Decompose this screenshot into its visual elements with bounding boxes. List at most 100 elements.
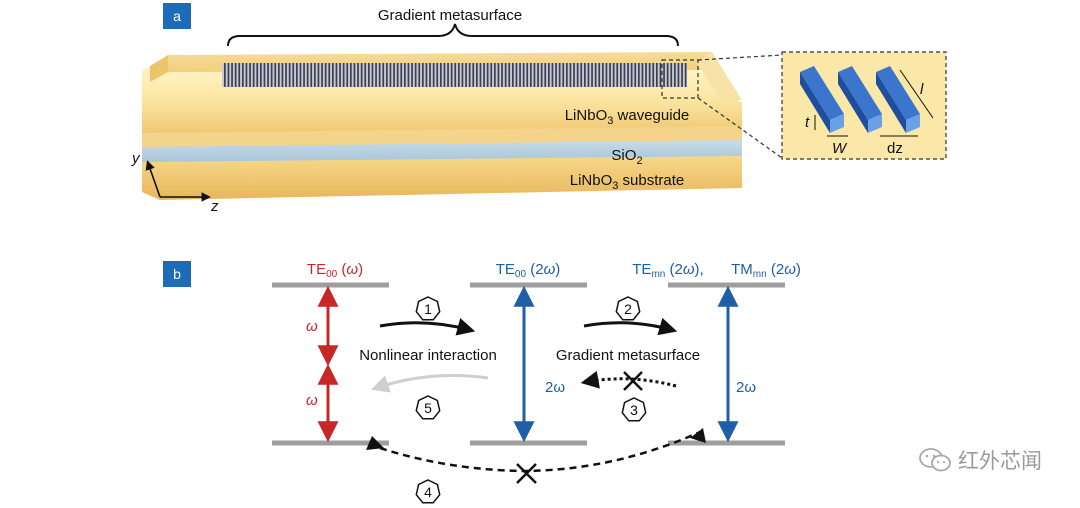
metasurface-stripe bbox=[645, 63, 647, 87]
panel-b: b TE00 (ω) TE00 (2ω) TEmn (2ω), TMmn (2ω… bbox=[163, 261, 801, 504]
backconversion-arrow bbox=[370, 374, 489, 393]
step-marker-1 bbox=[415, 296, 441, 321]
metasurface-stripe bbox=[494, 63, 496, 87]
metasurface-stripe bbox=[263, 63, 266, 87]
metasurface-stripe bbox=[555, 63, 557, 87]
forbidden-cross-upper bbox=[623, 371, 643, 391]
label-te00-2w: TE00 (2ω) bbox=[496, 261, 561, 280]
zoom-line-bottom bbox=[697, 97, 783, 159]
metasurface-stripe bbox=[551, 63, 554, 87]
step-number-4: 4 bbox=[424, 484, 432, 500]
metasurface-stripe bbox=[526, 63, 529, 87]
metasurface-stripe bbox=[407, 63, 410, 87]
metasurface-stripe bbox=[591, 63, 593, 87]
metasurface-stripe bbox=[458, 63, 460, 87]
y-axis-label: y bbox=[131, 150, 141, 167]
metasurface-stripe bbox=[659, 63, 662, 87]
metasurface-stripe bbox=[537, 63, 539, 87]
two-omega-left-label: 2ω bbox=[545, 379, 565, 396]
metasurface-stripe bbox=[566, 63, 568, 87]
inset-bar bbox=[838, 66, 882, 133]
metasurface-stripe bbox=[324, 63, 327, 87]
energy-levels bbox=[272, 282, 785, 446]
axes: y z bbox=[131, 150, 219, 215]
metasurface-stripe bbox=[666, 63, 669, 87]
metasurface-stripe bbox=[321, 63, 323, 87]
metasurface-stripe bbox=[238, 63, 241, 87]
waveguide-label: LiNbO3 waveguide bbox=[565, 107, 690, 127]
metasurface-stripe bbox=[371, 63, 374, 87]
metasurface-stripe bbox=[292, 63, 295, 87]
metasurface-stripe bbox=[476, 63, 478, 87]
ridge-right-bevel bbox=[696, 52, 742, 100]
metasurface-stripe bbox=[627, 63, 629, 87]
t-label: t bbox=[805, 114, 810, 131]
zoom-line-top bbox=[697, 54, 783, 61]
metasurface-stripe bbox=[368, 63, 370, 87]
metasurface-stripe bbox=[562, 63, 565, 87]
metasurface-stripe bbox=[270, 63, 273, 87]
metasurface-stripe bbox=[260, 63, 262, 87]
metasurface-title: Gradient metasurface bbox=[378, 7, 522, 24]
metasurface-stripe bbox=[425, 63, 428, 87]
direct-coupling-left-head bbox=[366, 436, 384, 450]
metasurface-stripe bbox=[483, 63, 485, 87]
metasurface-stripe bbox=[594, 63, 597, 87]
label-tmmn-2w: TMmn (2ω) bbox=[731, 261, 801, 280]
metasurface-stripe bbox=[504, 63, 507, 87]
metasurface-stripe bbox=[584, 63, 586, 87]
metasurface-stripe bbox=[411, 63, 413, 87]
step-number-1: 1 bbox=[424, 301, 432, 317]
metasurface-stripe bbox=[447, 63, 449, 87]
metasurface-stripe bbox=[342, 63, 345, 87]
metasurface-stripe bbox=[339, 63, 341, 87]
step-marker-3 bbox=[621, 397, 647, 422]
metasurface-stripe bbox=[314, 63, 316, 87]
metasurface-stripe bbox=[432, 63, 435, 87]
metasurface-stripe bbox=[281, 63, 284, 87]
metasurface-stripe bbox=[317, 63, 320, 87]
metasurface-stripe bbox=[612, 63, 615, 87]
metasurface-stripe bbox=[418, 63, 421, 87]
metasurface-stripe bbox=[472, 63, 475, 87]
metasurface-stripe bbox=[429, 63, 431, 87]
metasurface-stripe bbox=[605, 63, 608, 87]
direct-coupling-right-head bbox=[690, 428, 706, 443]
metasurface-stripe bbox=[396, 63, 399, 87]
metasurface-stripe bbox=[249, 63, 251, 87]
metasurface-stripe bbox=[548, 63, 550, 87]
metasurface-stripe bbox=[389, 63, 392, 87]
metasurface-stripe bbox=[252, 63, 255, 87]
metasurface-stripe bbox=[328, 63, 331, 87]
inset-bars bbox=[800, 66, 920, 133]
metasurface-stripe bbox=[454, 63, 457, 87]
metasurface-stripe bbox=[393, 63, 395, 87]
inset-bar bbox=[800, 66, 844, 133]
metasurface-stripe bbox=[443, 63, 446, 87]
metasurface-stripe bbox=[630, 63, 633, 87]
zoom-region bbox=[661, 59, 699, 99]
metasurface-stripe bbox=[267, 63, 269, 87]
substrate-layer bbox=[142, 155, 742, 200]
metasurface-stripe bbox=[468, 63, 471, 87]
dz-label: dz bbox=[887, 140, 903, 157]
metasurface-stripe bbox=[587, 63, 590, 87]
metasurface-stripe bbox=[533, 63, 536, 87]
waveguide-block bbox=[142, 52, 742, 200]
step-marker-4 bbox=[415, 479, 441, 504]
metasurface-stripe bbox=[598, 63, 601, 87]
metasurface-arrow bbox=[583, 317, 678, 336]
metasurface-stripe bbox=[422, 63, 424, 87]
metasurface-stripe bbox=[274, 63, 277, 87]
metasurface-stripe bbox=[544, 63, 547, 87]
metasurface-stripe bbox=[486, 63, 489, 87]
substrate-label: LiNbO3 substrate bbox=[570, 172, 685, 192]
metasurface-stripe bbox=[310, 63, 313, 87]
watermark: 红外芯闻 bbox=[918, 445, 1042, 475]
metasurface-stripe bbox=[299, 63, 302, 87]
w-label: W bbox=[832, 140, 848, 157]
metasurface-stripe bbox=[663, 63, 665, 87]
metasurface-stripe bbox=[404, 63, 406, 87]
